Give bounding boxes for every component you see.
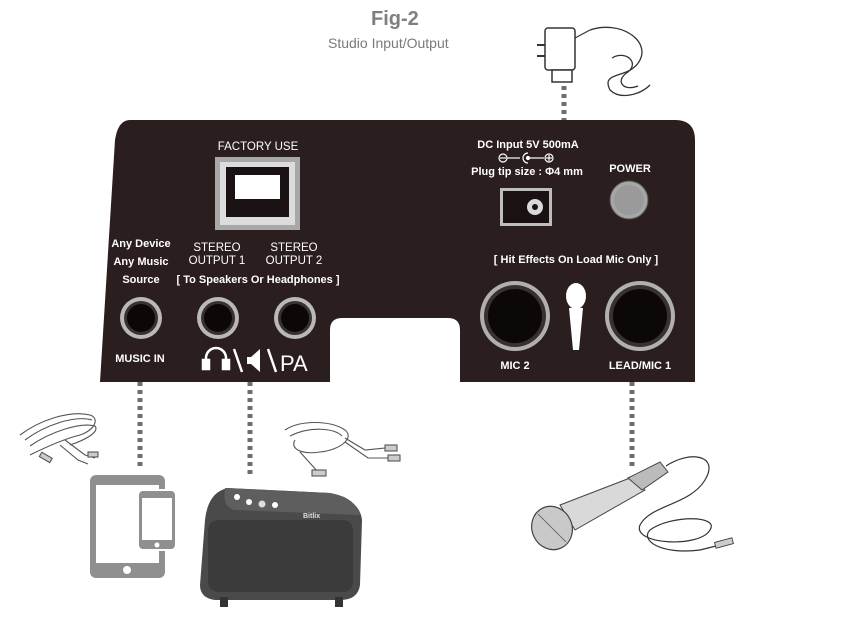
lead-mic-1-label: LEAD/MIC 1 bbox=[609, 360, 671, 372]
device-panel bbox=[100, 120, 695, 382]
stereo-output-2-jack[interactable] bbox=[274, 297, 316, 339]
mic-2-label: MIC 2 bbox=[500, 360, 529, 372]
plug-tip-label: Plug tip size : Φ4 mm bbox=[471, 166, 583, 178]
stereo-output-2-line1: STEREO bbox=[270, 242, 317, 254]
speaker-icon bbox=[247, 349, 260, 372]
factory-use-label: FACTORY USE bbox=[218, 141, 299, 153]
music-in-jack[interactable] bbox=[120, 297, 162, 339]
stereo-output-1-line2: OUTPUT 1 bbox=[189, 255, 246, 267]
mic-2-jack[interactable] bbox=[480, 281, 550, 351]
hit-effects-label: [ Hit Effects On Load Mic Only ] bbox=[494, 254, 659, 266]
stereo-output-2-line2: OUTPUT 2 bbox=[266, 255, 323, 267]
any-device-label: Any Device bbox=[111, 238, 170, 250]
music-in-label: MUSIC IN bbox=[115, 353, 165, 365]
connection-lines bbox=[137, 86, 635, 478]
figure-title: Fig-2 bbox=[371, 8, 419, 30]
microphone-icon bbox=[566, 283, 586, 350]
power-adapter-icon bbox=[537, 26, 651, 97]
source-label: Source bbox=[122, 274, 159, 286]
wired-microphone-icon bbox=[531, 456, 734, 552]
lead-mic-1-jack[interactable] bbox=[605, 281, 675, 351]
to-speakers-label: [ To Speakers Or Headphones ] bbox=[176, 274, 339, 286]
y-cable-icon bbox=[284, 422, 401, 477]
dc-input-label: DC Input 5V 500mA bbox=[477, 139, 579, 151]
dc-jack bbox=[500, 188, 552, 226]
aux-cable-icon bbox=[19, 413, 99, 465]
stereo-output-1-jack[interactable] bbox=[197, 297, 239, 339]
slash-divider bbox=[232, 348, 244, 373]
any-music-label: Any Music bbox=[113, 256, 168, 268]
power-label: POWER bbox=[609, 163, 651, 175]
pa-label: PA bbox=[280, 351, 308, 376]
polarity-icon bbox=[498, 152, 554, 164]
phone-icon bbox=[137, 489, 177, 551]
headphone-icon bbox=[201, 346, 231, 371]
slash-divider-2 bbox=[266, 348, 278, 373]
factory-usb-port bbox=[215, 157, 300, 230]
speaker-brand: Bitlix bbox=[303, 513, 320, 520]
stereo-output-1-line1: STEREO bbox=[193, 242, 240, 254]
speaker-box-icon: Bitlix bbox=[200, 488, 362, 607]
figure-subtitle: Studio Input/Output bbox=[328, 35, 449, 51]
